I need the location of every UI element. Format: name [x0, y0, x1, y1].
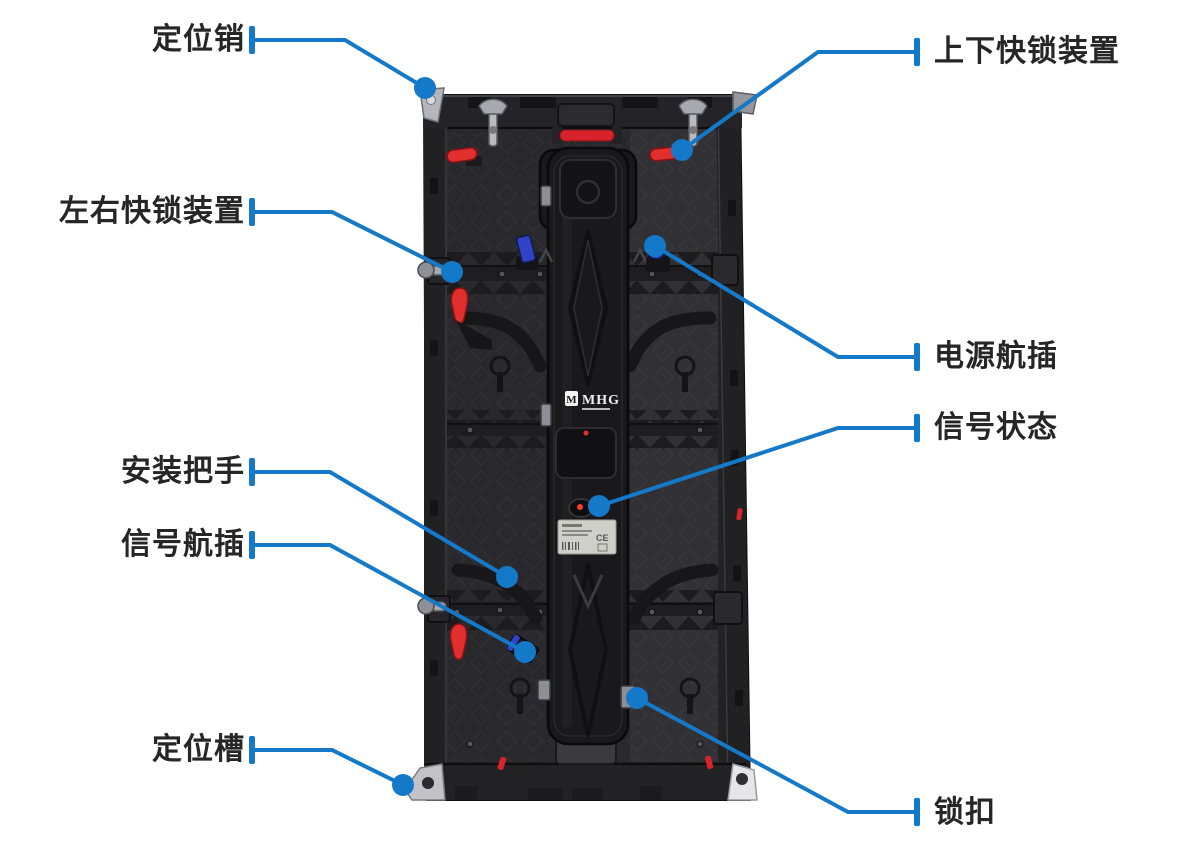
molded-handles [451, 311, 719, 625]
label-signal-status: 信号状态 [934, 411, 1058, 444]
leader-mounting-handle [249, 458, 518, 588]
leader-positioning-slot [249, 736, 414, 796]
handle-lower-right [627, 563, 719, 625]
center-spine: M MHG CE [537, 146, 638, 746]
red-levers [446, 146, 743, 771]
spine-recess [555, 427, 617, 479]
leader-left-right-quick-lock [249, 198, 463, 283]
label-positioning-slot: 定位槽 [152, 733, 245, 766]
brand-logo-text: MHG [582, 393, 620, 408]
handle-upper-right [623, 311, 717, 373]
label-left-right-quick-lock: 左右快锁装置 [59, 195, 245, 228]
handle-upper-left [453, 311, 547, 373]
right-latch-block-lower [713, 591, 743, 625]
label-signal-connector: 信号航插 [121, 528, 245, 561]
label-positioning-pin: 定位销 [152, 23, 245, 56]
signal-connector-upper [515, 234, 537, 264]
label-top-bottom-quick-lock: 上下快锁装置 [934, 35, 1120, 68]
mold-pulls [489, 355, 701, 714]
leader-signal-connector [249, 531, 536, 663]
leader-signal-status [588, 414, 920, 517]
leader-positioning-pin [249, 26, 436, 99]
leader-latch-buckle [626, 687, 920, 826]
top-clamp-right [678, 98, 708, 147]
top-clamp-left [478, 98, 508, 147]
brand-logo-icon: M [566, 394, 577, 406]
label-power-connector: 电源航插 [934, 340, 1058, 373]
top-center-latch [557, 103, 615, 127]
top-clamps [478, 98, 708, 147]
right-latch-block-upper [711, 254, 739, 286]
leader-top-bottom-quick-lock [671, 38, 920, 161]
label-mounting-handle: 安装把手 [121, 455, 245, 488]
brand-logo: M MHG [565, 391, 620, 410]
bottom-rim [425, 737, 746, 800]
lever-top-left [446, 146, 478, 164]
certification-sticker: CE [557, 519, 617, 555]
leader-power-connector [644, 235, 920, 371]
lever-bottom-left [449, 623, 468, 661]
ce-mark: CE [596, 533, 609, 543]
label-latch-buckle: 锁扣 [934, 796, 996, 829]
callout-leaders [249, 26, 920, 826]
top-red-handle [559, 129, 615, 142]
